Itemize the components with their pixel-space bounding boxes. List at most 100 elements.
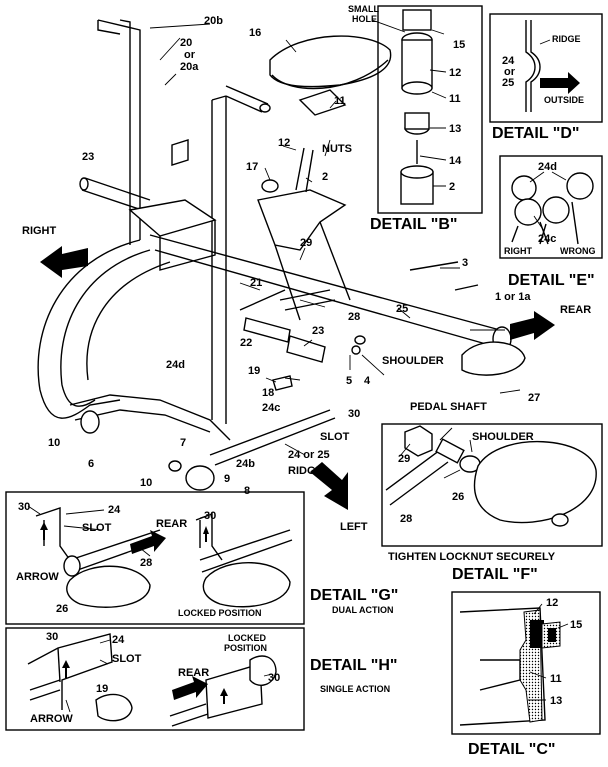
- part-label: 24: [108, 504, 121, 516]
- part-label: 13: [550, 695, 562, 707]
- part-label: 26: [452, 491, 464, 503]
- part-label: 1 or 1a: [495, 291, 531, 303]
- part-label: 12: [449, 67, 461, 79]
- part-label: 24d: [166, 359, 185, 371]
- part-label: 5: [346, 375, 352, 387]
- part-label: 11: [550, 673, 562, 685]
- part-label: 19: [248, 365, 260, 377]
- detail-h-title: DETAIL "H": [310, 657, 397, 674]
- right-direction-label: RIGHT: [22, 225, 57, 237]
- detail-f-caption: TIGHTEN LOCKNUT SECURELY: [388, 551, 556, 563]
- rear-label: REAR: [156, 518, 187, 530]
- wrong-label: WRONG: [560, 246, 596, 256]
- part-label: 29: [398, 453, 410, 465]
- right-label: RIGHT: [504, 246, 533, 256]
- locked-label: LOCKED: [228, 633, 267, 643]
- part-label: 11: [449, 93, 461, 105]
- right-arrow-icon: [40, 246, 88, 278]
- pedal-shaft-label: PEDAL SHAFT: [410, 401, 487, 413]
- rear-arrow-icon: [130, 530, 166, 554]
- detail-h: 30 24 SLOT 19 ARROW REAR LOCKED POSITION…: [5, 627, 397, 731]
- part-label: 26: [56, 603, 68, 615]
- arrow-label: ARROW: [30, 713, 73, 725]
- part-label: 7: [180, 437, 186, 449]
- detail-b-hole-label: HOLE: [352, 14, 377, 24]
- part-label: 4: [364, 375, 371, 387]
- part-label: 24c: [538, 233, 556, 245]
- part-label: 17: [246, 161, 258, 173]
- part-label: 20b: [204, 15, 223, 27]
- slot-label: SLOT: [82, 522, 112, 534]
- part-label: 16: [249, 27, 261, 39]
- part-label: 10: [48, 437, 60, 449]
- detail-c: 12 15 11 13 DETAIL "C": [451, 591, 601, 758]
- part-label: 28: [140, 557, 152, 569]
- part-label: 15: [453, 39, 465, 51]
- detail-h-subtitle: SINGLE ACTION: [320, 684, 390, 694]
- part-label: or: [504, 66, 516, 78]
- arrow-label: ARROW: [16, 571, 59, 583]
- part-label: 29: [300, 237, 312, 249]
- shoulder-label: SHOULDER: [382, 355, 444, 367]
- left-direction-label: LEFT: [340, 521, 368, 533]
- part-label: 20a: [180, 61, 199, 73]
- part-label: 23: [312, 325, 324, 337]
- outside-label: OUTSIDE: [544, 95, 584, 105]
- part-label: 23: [82, 151, 94, 163]
- ridge-label: RIDGE: [552, 34, 581, 44]
- detail-e-title: DETAIL "E": [508, 272, 595, 289]
- main-view-labels: 20b 16 20 or 20a 11 12 NUTS 17 2 23 RIGH…: [22, 15, 591, 533]
- part-label: 25: [396, 303, 408, 315]
- detail-c-title: DETAIL "C": [468, 741, 555, 758]
- detail-d: RIDGE 24 or 25 OUTSIDE DETAIL "D": [489, 13, 603, 142]
- position-label: POSITION: [224, 643, 267, 653]
- part-label: 10: [140, 477, 152, 489]
- part-label: 12: [278, 137, 290, 149]
- part-label: 3: [462, 257, 468, 269]
- left-arrow-icon: [310, 462, 348, 510]
- bike-main-view: [37, 19, 555, 510]
- part-label: 8: [244, 485, 250, 497]
- detail-b-title: DETAIL "B": [370, 216, 457, 233]
- detail-b: SMALL HOLE 15 12 11 13 14 2 DETAIL "B": [348, 4, 483, 233]
- part-label: 30: [18, 501, 30, 513]
- part-label: 14: [449, 155, 462, 167]
- part-label: 19: [96, 683, 108, 695]
- part-label: 12: [546, 597, 558, 609]
- part-label: 21: [250, 277, 262, 289]
- rear-arrow-icon: [510, 311, 555, 340]
- rear-direction-label: REAR: [560, 304, 591, 316]
- part-label: 24c: [262, 402, 280, 414]
- part-label: 30: [268, 672, 280, 684]
- part-label: 24b: [236, 458, 255, 470]
- part-label: 6: [88, 458, 94, 470]
- part-label: 30: [204, 510, 216, 522]
- part-label: 30: [348, 408, 360, 420]
- detail-g: 30 24 SLOT REAR 30 28 ARROW 26 LOCKED PO…: [5, 491, 398, 625]
- part-label: 20: [180, 37, 192, 49]
- part-label: 9: [224, 473, 230, 485]
- part-label: 24 or 25: [288, 449, 330, 461]
- part-label: 11: [334, 95, 346, 107]
- part-label: 28: [400, 513, 412, 525]
- detail-d-title: DETAIL "D": [492, 125, 579, 142]
- outside-arrow-icon: [540, 72, 580, 94]
- detail-g-subtitle: DUAL ACTION: [332, 605, 394, 615]
- locked-position-label: LOCKED POSITION: [178, 608, 262, 618]
- slot-label: SLOT: [112, 653, 142, 665]
- detail-b-small-label: SMALL: [348, 4, 379, 14]
- part-label: 27: [528, 392, 540, 404]
- part-label: 30: [46, 631, 58, 643]
- part-label: 18: [262, 387, 274, 399]
- part-label: 15: [570, 619, 582, 631]
- rear-label: REAR: [178, 667, 209, 679]
- part-label: or: [184, 49, 196, 61]
- ridge-label: RIDGE: [288, 465, 323, 477]
- part-label: 24d: [538, 161, 557, 173]
- detail-e: 24d 24c RIGHT WRONG DETAIL "E": [499, 155, 603, 289]
- part-label: 2: [322, 171, 328, 183]
- detail-g-title: DETAIL "G": [310, 587, 398, 604]
- part-label: 24: [112, 634, 125, 646]
- nuts-label: NUTS: [322, 143, 352, 155]
